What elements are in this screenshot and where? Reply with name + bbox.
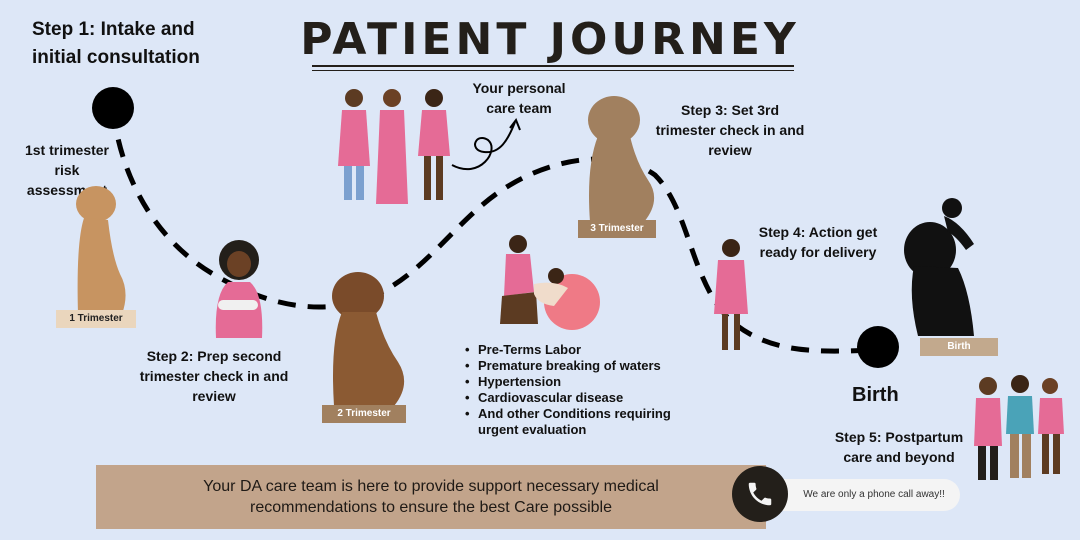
list-item: Hypertension <box>465 374 705 390</box>
title-underline-thin <box>312 70 794 71</box>
pregnant-woman-icon <box>332 272 405 406</box>
step5-label: Step 5: Postpartum care and beyond <box>834 429 964 465</box>
birth-heading: Birth <box>852 384 899 406</box>
support-banner: Your DA care team is here to provide sup… <box>96 465 766 529</box>
page-title: PATIENT JOURNEY <box>300 14 800 65</box>
doctor-icon <box>338 89 450 204</box>
step2-label: Step 2: Prep second trimester check in a… <box>139 348 289 404</box>
step1-sub-label: 1st trimester risk assessment <box>24 142 110 198</box>
list-item: Cardiovascular disease <box>465 390 705 406</box>
mother-baby-icon <box>904 198 974 336</box>
care-team-label: Your personal care team <box>472 80 566 116</box>
nurse-icon <box>215 240 263 338</box>
trimester-2-tag: 2 Trimester <box>322 405 406 423</box>
trimester-3-tag: 3 Trimester <box>578 220 656 238</box>
phone-button[interactable] <box>732 466 788 522</box>
list-item: And other Conditions requiring urgent ev… <box>465 406 705 438</box>
conditions-list: Pre-Terms Labor Premature breaking of wa… <box>465 342 705 438</box>
family-icon <box>974 375 1064 480</box>
pregnant-woman-icon <box>588 96 655 222</box>
step4-label: Step 4: Action get ready for delivery <box>758 224 878 260</box>
birth-node-icon <box>857 326 899 368</box>
phone-pill-text: We are only a phone call away!! <box>803 489 945 500</box>
pregnant-woman-icon <box>76 186 126 314</box>
start-node-icon <box>92 87 134 129</box>
phone-pill[interactable]: We are only a phone call away!! <box>768 479 960 511</box>
birth-tag: Birth <box>920 338 998 356</box>
step3-label: Step 3: Set 3rd trimester check in and r… <box>655 102 805 158</box>
title-underline <box>312 65 794 67</box>
exercise-ball-icon <box>500 235 600 330</box>
phone-icon <box>748 482 772 506</box>
list-item: Premature breaking of waters <box>465 358 705 374</box>
doctor-icon <box>714 239 748 350</box>
list-item: Pre-Terms Labor <box>465 342 705 358</box>
step1-label: Step 1: Intake and initial consultation <box>32 19 200 68</box>
trimester-1-tag: 1 Trimester <box>56 310 136 328</box>
banner-text: Your DA care team is here to provide sup… <box>203 478 659 516</box>
